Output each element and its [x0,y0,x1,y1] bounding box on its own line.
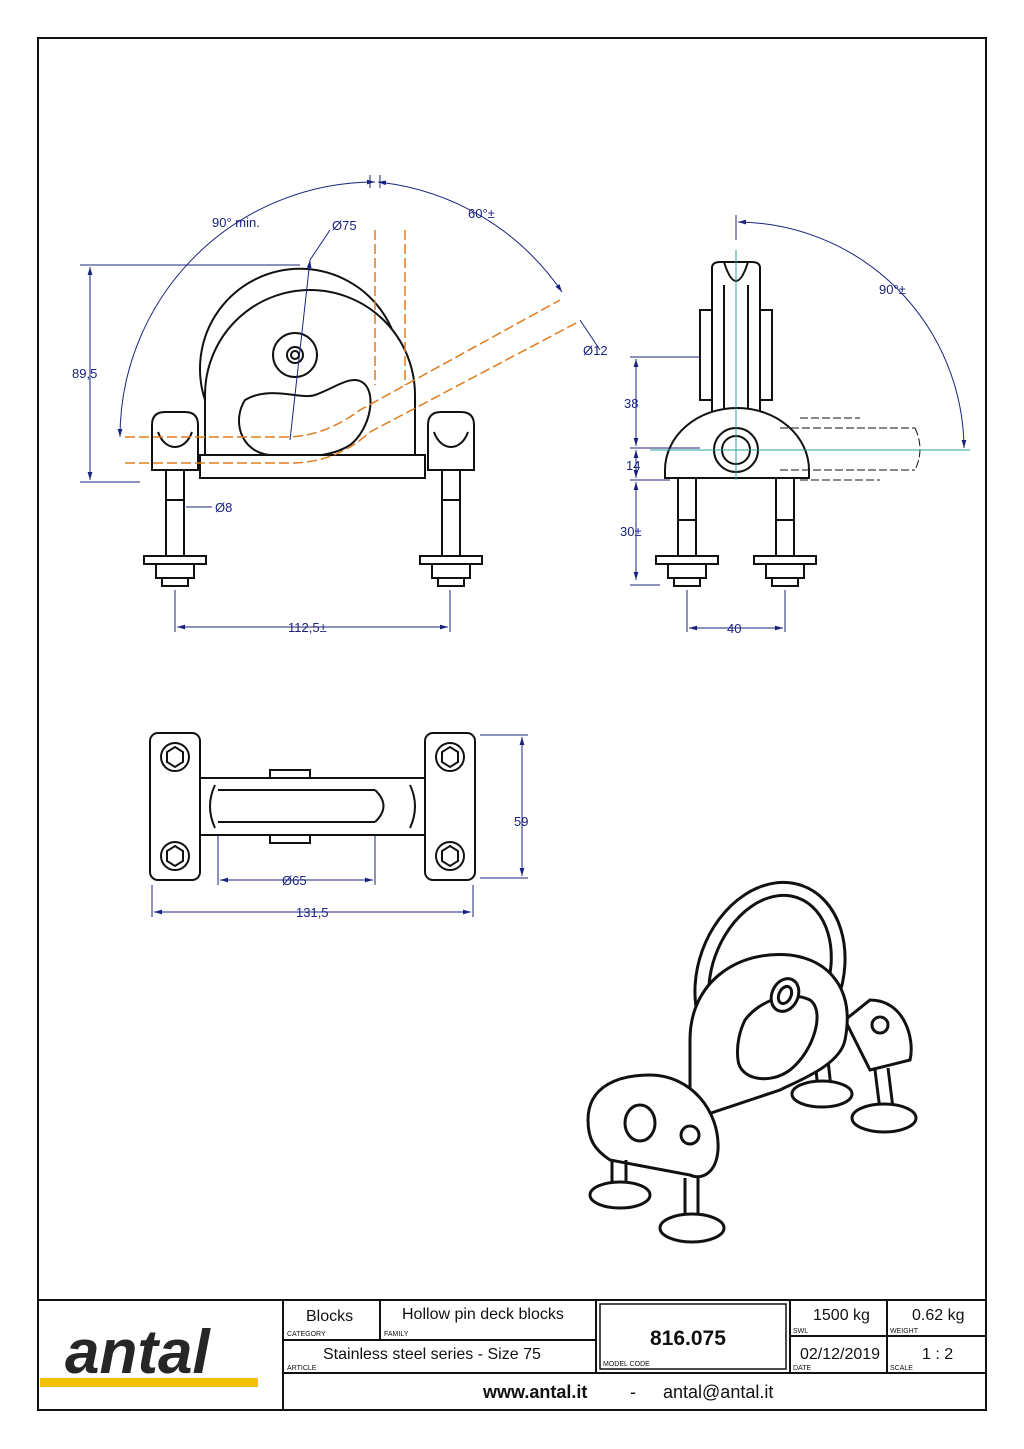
sheet-border [37,37,987,1411]
dim-height: 89,5 [72,366,97,381]
base-plate [199,454,426,479]
website-link[interactable]: www.antal.it [482,1382,587,1402]
article-value: Stainless steel series - Size 75 [323,1346,541,1363]
top-view-dimensions [151,734,528,917]
brand-logo-bar [40,1378,258,1387]
side-view-centerlines [650,250,970,480]
model-code-value: 816.075 [650,1327,726,1350]
dim-angle-min: 90° min. [212,215,260,230]
dim-65: Ø65 [282,873,307,888]
date-value: 02/12/2019 [800,1346,880,1363]
dim-38: 38 [624,396,638,411]
dim-bolt-span: 112,5± [288,620,327,635]
model-code-caption: MODEL CODE [603,1361,650,1368]
dim-14: 14 [626,458,640,473]
family-caption: FAMILY [384,1331,409,1338]
front-view [143,267,483,587]
family-value: Hollow pin deck blocks [402,1306,564,1323]
title-block [38,1299,986,1410]
brand-logo: antal [65,1318,211,1387]
email-link[interactable]: antal@antal.it [663,1382,773,1402]
isometric-view [586,880,918,1244]
dim-angle-90: 90°± [879,282,906,297]
date-caption: DATE [793,1365,811,1372]
right-clamp-seat [433,431,469,448]
contact-separator: - [630,1382,636,1402]
side-view-dimensions [630,215,967,632]
dim-overall-length: 131,5 [296,905,329,920]
front-view-dimensions [80,175,601,632]
right-bolt [441,469,461,559]
left-bolt [165,469,185,559]
category-caption: CATEGORY [287,1331,326,1338]
weight-caption: WEIGHT [890,1328,919,1335]
right-clamp [427,411,475,471]
dim-30: 30± [620,524,642,539]
category-value: Blocks [306,1308,353,1325]
top-left-clamp [149,732,201,881]
left-clamp [151,411,199,471]
swl-caption: SWL [793,1328,808,1335]
top-view [149,732,476,881]
scale-caption: SCALE [890,1365,913,1372]
scale-value: 1 : 2 [922,1346,953,1363]
dim-sheave-dia: Ø75 [332,218,357,233]
weight-value: 0.62 kg [912,1307,964,1324]
cheek-plate [204,289,416,479]
dim-angle-60: 60°± [468,206,495,221]
top-frame [199,777,426,836]
dim-bolt-dia: Ø8 [215,500,232,515]
dim-59: 59 [514,814,528,829]
top-right-clamp [424,732,476,881]
dim-40: 40 [727,621,741,636]
swl-value: 1500 kg [813,1307,870,1324]
article-caption: ARTICLE [287,1365,317,1372]
dim-pin-dia: Ø12 [583,343,608,358]
